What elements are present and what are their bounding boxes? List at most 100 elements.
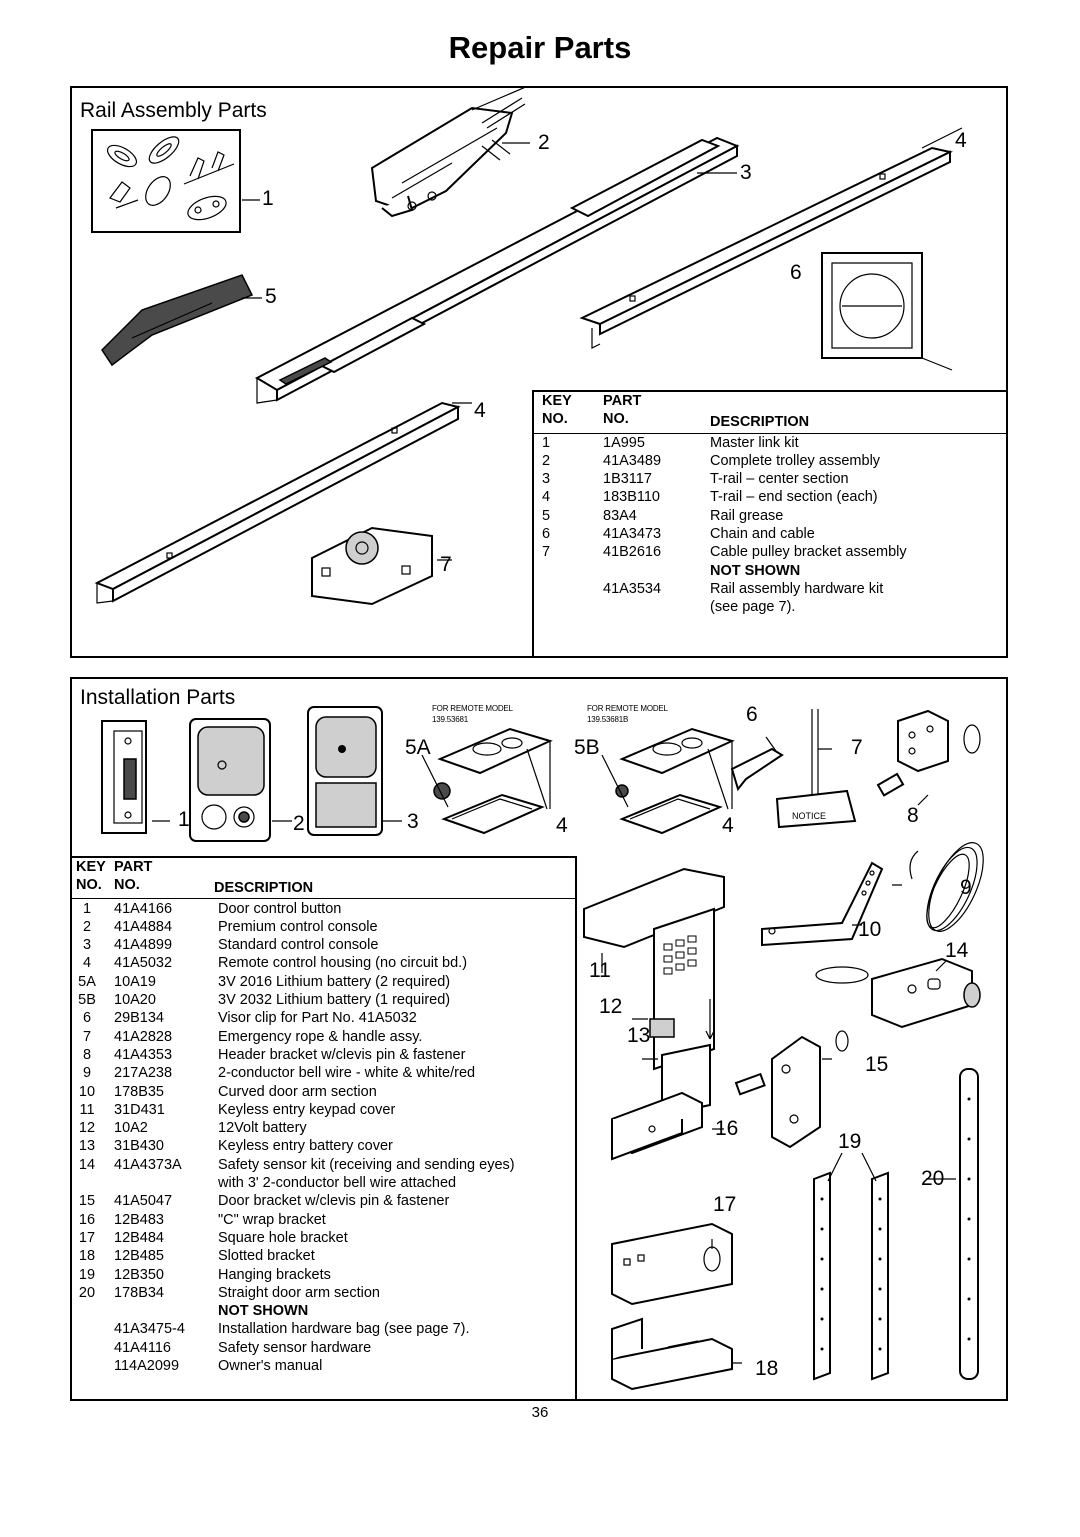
slotted-bracket-drawing (611, 1317, 733, 1391)
rail-head-desc: DESCRIPTION (710, 414, 810, 431)
door-control-button-drawing (101, 720, 147, 834)
cell-part: 178B34 (114, 1284, 164, 1301)
cell-key: 11 (79, 1101, 95, 1118)
cell-key: 6 (82, 1010, 92, 1027)
callout-rail-2: 2 (538, 131, 550, 154)
remote-model-b-line2: 139.53681B (587, 715, 629, 724)
cell-part: 41A3475-4 (114, 1321, 185, 1338)
notice-label: NOTICE (792, 811, 826, 821)
standard-console-drawing (307, 706, 383, 836)
callout-inst-11: 11 (589, 959, 611, 982)
square-hole-bracket-drawing (611, 1222, 733, 1306)
cell-key: 9 (82, 1065, 92, 1082)
cell-desc: Slotted bracket (218, 1248, 315, 1265)
cell-desc: (see page 7). (710, 599, 796, 616)
cell-desc: Square hole bracket (218, 1229, 348, 1246)
cell-desc: Header bracket w/clevis pin & fastener (218, 1046, 466, 1063)
visor-clip-drawing (730, 736, 784, 792)
cell-key: 20 (78, 1284, 96, 1301)
cell-desc: with 3' 2-conductor bell wire attached (218, 1175, 457, 1192)
cell-part: 41A2828 (114, 1028, 173, 1045)
callout-inst-2: 2 (293, 812, 305, 835)
cell-part: 183B110 (603, 489, 660, 506)
cell-desc: Premium control console (218, 918, 378, 935)
cell-key: 1 (82, 900, 92, 917)
remote-model-a-line2: 139.53681 (432, 715, 469, 724)
cell-key: 3 (542, 471, 551, 488)
callout-inst-13: 13 (627, 1024, 651, 1047)
cell-desc: Emergency rope & handle assy. (218, 1028, 423, 1045)
callout-inst-5a: 5A (405, 736, 431, 759)
cell-desc: Standard control console (218, 937, 379, 954)
cell-desc: Safety sensor kit (receiving and sending… (218, 1156, 515, 1173)
cell-part: 12B350 (114, 1266, 164, 1283)
safety-sensor-drawing (815, 957, 981, 1029)
center-t-rail-drawing (254, 136, 740, 404)
cell-part: 10A2 (114, 1120, 148, 1137)
cell-part: 10A19 (114, 973, 156, 990)
table-row: 41A3475-4 Installation hardware bag (see … (76, 1320, 571, 1338)
cell-part: 10A20 (114, 992, 156, 1009)
cell-key: 4 (82, 955, 92, 972)
cell-desc: Keyless entry keypad cover (218, 1101, 396, 1118)
cell-desc: Visor clip for Part No. 41A5032 (218, 1010, 417, 1027)
cell-key: 5A (78, 973, 96, 990)
rail-assembly-panel (70, 86, 1008, 658)
cell-part: 1B3117 (603, 471, 652, 488)
cell-key: 6 (542, 526, 551, 543)
cable-pulley-bracket-drawing (311, 526, 433, 606)
install-head-desc: DESCRIPTION (214, 880, 314, 897)
cell-desc: T-rail – end section (each) (710, 489, 878, 506)
cell-desc: Chain and cable (710, 526, 815, 543)
callout-inst-17: 17 (713, 1193, 737, 1216)
rail-assembly-illustration (91, 88, 963, 606)
callout-inst-10: 10 (858, 918, 882, 941)
cell-desc: Hanging brackets (218, 1266, 331, 1283)
cell-part: 12B484 (114, 1229, 164, 1246)
callout-inst-1: 1 (178, 808, 190, 831)
cell-key: 13 (78, 1138, 96, 1155)
cell-desc: Curved door arm section (218, 1083, 377, 1100)
cell-part: 41A5047 (114, 1193, 173, 1210)
cell-desc: 12Volt battery (218, 1120, 307, 1137)
callout-rail-7: 7 (440, 553, 452, 576)
table-row: 20 178B34 Straight door arm section (76, 1284, 571, 1302)
callout-inst-3: 3 (407, 810, 419, 833)
cell-part: 41A4166 (114, 900, 173, 917)
install-table-header-rule (72, 898, 575, 899)
cell-key: 7 (542, 544, 551, 561)
callout-rail-1: 1 (262, 187, 274, 210)
cell-part: 31D431 (114, 1101, 165, 1118)
page-number: 36 (531, 1404, 549, 1421)
cell-key: 18 (78, 1248, 96, 1265)
cell-key: 16 (78, 1211, 96, 1228)
cell-desc: Door bracket w/clevis pin & fastener (218, 1193, 450, 1210)
cell-desc: Installation hardware bag (see page 7). (218, 1321, 470, 1338)
hanging-brackets-drawing (813, 1171, 889, 1381)
installation-panel (70, 677, 1008, 1401)
callout-inst-12: 12 (599, 995, 623, 1018)
cell-desc: Straight door arm section (218, 1284, 380, 1301)
remote-model-b-line1: FOR REMOTE MODEL (587, 704, 668, 713)
header-bracket-drawing (876, 709, 981, 797)
